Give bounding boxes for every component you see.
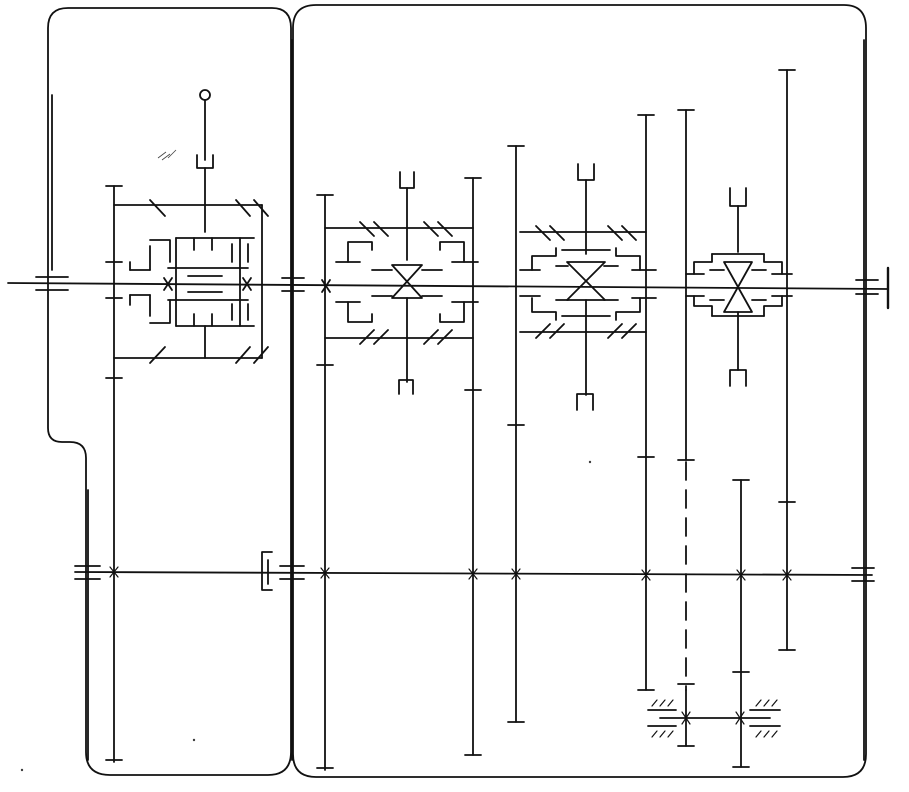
bearing-main-middle-wall [281,277,305,292]
shift-fork-1-bottom-icon [398,379,414,395]
sync-hub-3-icon [723,261,753,313]
shaft-joint-icon-1 [163,277,173,291]
left-housing-outline [47,7,292,776]
scan-speckles [20,149,592,772]
bearing-counter-middle-wall [261,551,305,591]
synchronizer-1 [324,171,479,395]
sync-hub-1-icon [391,264,423,299]
ground-hatch-left-icon [651,699,674,738]
shift-fork-3-top-icon [729,187,747,207]
sync-hub-2-icon [566,261,606,301]
main-shaft-line [7,282,889,290]
bearing-main-left-wall [35,276,69,291]
shaft-joint-icon-2 [242,277,252,291]
reverse-idler-mount [647,699,781,738]
bearing-main-right-wall [855,279,879,295]
bearing-counter-right-wall [851,567,875,582]
shift-fork-3-bottom-icon [729,369,747,387]
countershaft-joints [109,566,792,581]
ground-hatch-right-icon [755,699,778,738]
synchronizer-3 [685,187,793,387]
shaft-joint-icon-3 [321,279,331,293]
planetary-range-unit [105,89,331,763]
shift-fork-1-top-icon [399,171,415,189]
shift-lever-knob-icon [199,89,211,101]
synchronizer-2 [519,163,657,411]
countershaft-gears [316,69,796,771]
shift-fork-2-top-icon [577,163,595,181]
right-housing-outline [292,4,867,778]
shift-fork-2-bottom-icon [576,393,594,411]
